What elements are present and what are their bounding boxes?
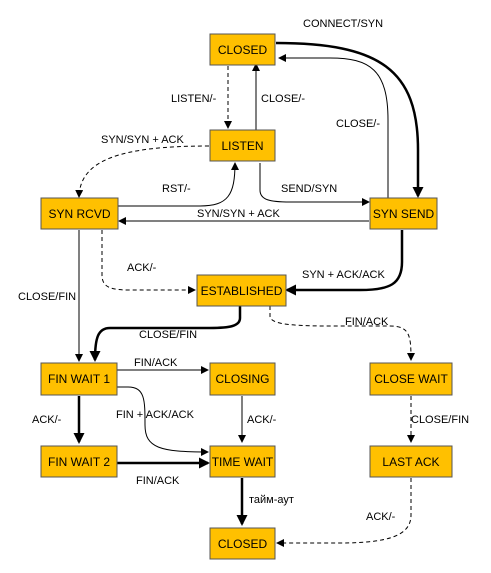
label-ack-rcvd: ACK/- [127, 262, 157, 274]
edge-syn-synack-rcvd [75, 145, 210, 198]
edge-synack-ack [285, 230, 404, 296]
state-closing: CLOSING [209, 362, 276, 396]
label-ack-closing: ACK/- [247, 414, 277, 426]
label-ack-lastack: ACK/- [366, 511, 396, 523]
edge-fin-ack-ack [117, 386, 209, 456]
label-syn-synack-rcvd: SYN/SYN + ACK [101, 134, 185, 146]
label-fin-ack-ack: FIN + ACK/ACK [116, 409, 195, 421]
label-listen: LISTEN/- [171, 93, 217, 105]
edge-rst [118, 162, 239, 207]
label-close-fin-cw: CLOSE/FIN [411, 414, 469, 426]
state-listen: LISTEN [209, 129, 276, 162]
edge-ack-lastack [276, 478, 412, 547]
label-close-listen: CLOSE/- [261, 93, 305, 105]
label-fin-ack-fw2: FIN/ACK [136, 475, 180, 487]
svg-text:ESTABLISHED: ESTABLISHED [201, 284, 283, 298]
svg-text:FIN WAIT 2: FIN WAIT 2 [48, 455, 110, 469]
svg-text:SYN RCVD: SYN RCVD [48, 207, 110, 221]
state-closed-bottom: CLOSED [209, 527, 276, 560]
edge-fin-ack-est [269, 306, 415, 361]
state-fin-wait-2: FIN WAIT 2 [40, 445, 118, 478]
label-rst: RST/- [162, 183, 191, 195]
svg-text:LISTEN: LISTEN [221, 139, 263, 153]
edge-ack-rcvd [101, 230, 196, 294]
svg-text:TIME WAIT: TIME WAIT [212, 455, 274, 469]
svg-text:SYN SEND: SYN SEND [373, 207, 435, 221]
label-connect-syn: CONNECT/SYN [303, 18, 383, 30]
svg-text:CLOSED: CLOSED [218, 537, 268, 551]
edge-close-synsend [278, 54, 389, 198]
label-send-syn: SEND/SYN [281, 183, 337, 195]
state-close-wait: CLOSE WAIT [369, 362, 453, 396]
edge-send-syn [259, 163, 370, 206]
label-close-fin-est: CLOSE/FIN [139, 329, 197, 341]
state-syn-rcvd: SYN RCVD [40, 197, 119, 230]
svg-text:CLOSED: CLOSED [218, 43, 268, 57]
label-synack-ack: SYN + ACK/ACK [302, 269, 386, 281]
label-fin-ack-est: FIN/ACK [345, 316, 389, 328]
state-syn-send: SYN SEND [369, 197, 438, 230]
state-closed-top: CLOSED [209, 33, 276, 66]
svg-text:CLOSE WAIT: CLOSE WAIT [374, 372, 448, 386]
state-established: ESTABLISHED [196, 274, 287, 307]
state-time-wait: TIME WAIT [209, 445, 276, 478]
svg-text:CLOSING: CLOSING [215, 372, 269, 386]
label-close-synsend: CLOSE/- [336, 118, 380, 130]
label-fin-ack-fw1: FIN/ACK [134, 357, 178, 369]
edge-close-fin-est [89, 306, 242, 362]
state-fin-wait-1: FIN WAIT 1 [40, 362, 118, 396]
state-last-ack: LAST ACK [369, 445, 453, 478]
svg-text:FIN WAIT 1: FIN WAIT 1 [48, 372, 110, 386]
label-syn-synack-simul: SYN/SYN + ACK [197, 208, 281, 220]
label-close-fin-rcvd: CLOSE/FIN [18, 291, 76, 303]
label-timeout: тайм-аут [249, 494, 294, 506]
svg-text:LAST ACK: LAST ACK [382, 455, 439, 469]
label-ack-fw1: ACK/- [32, 414, 62, 426]
edge-connect-syn [275, 41, 424, 198]
